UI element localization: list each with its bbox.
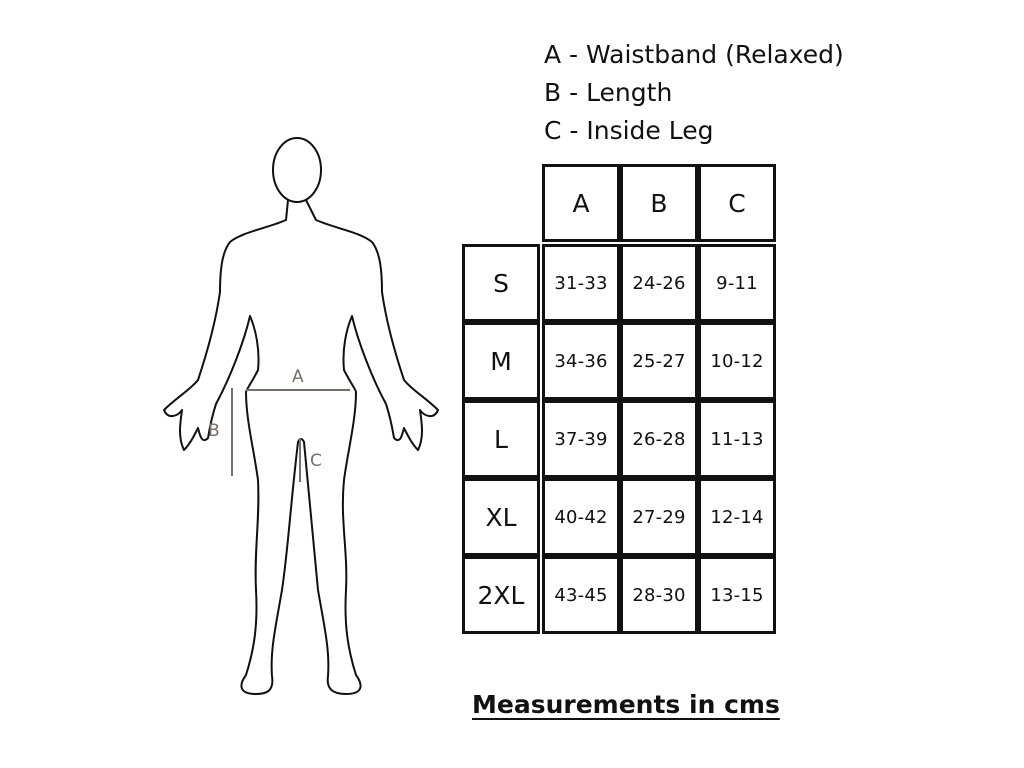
table-cell: 9-11 — [698, 244, 776, 322]
table-cell: 28-30 — [620, 556, 698, 634]
table-cell: 11-13 — [698, 400, 776, 478]
table-cell: 43-45 — [542, 556, 620, 634]
size-label-m: M — [462, 322, 540, 400]
measurement-legend: A - Waistband (Relaxed) B - Length C - I… — [544, 36, 844, 150]
table-cell: 34-36 — [542, 322, 620, 400]
figure-label-c: C — [310, 451, 322, 471]
units-note: Measurements in cms — [472, 690, 780, 719]
legend-item-c: C - Inside Leg — [544, 116, 714, 145]
size-label-xl: XL — [462, 478, 540, 556]
table-cell: 40-42 — [542, 478, 620, 556]
table-cell: 26-28 — [620, 400, 698, 478]
size-label-2xl: 2XL — [462, 556, 540, 634]
legend-item-b: B - Length — [544, 78, 673, 107]
figure-label-b: B — [208, 421, 220, 441]
table-cell: 31-33 — [542, 244, 620, 322]
column-header-c: C — [698, 164, 776, 242]
table-cell: 27-29 — [620, 478, 698, 556]
body-outline — [163, 137, 439, 695]
figure-label-a: A — [292, 367, 304, 387]
table-cell: 37-39 — [542, 400, 620, 478]
column-header-a: A — [542, 164, 620, 242]
legend-item-a: A - Waistband (Relaxed) — [544, 40, 844, 69]
column-header-b: B — [620, 164, 698, 242]
table-cell: 10-12 — [698, 322, 776, 400]
size-label-l: L — [462, 400, 540, 478]
size-label-s: S — [462, 244, 540, 322]
body-figure: A B C — [150, 120, 450, 710]
table-cell: 12-14 — [698, 478, 776, 556]
table-cell: 24-26 — [620, 244, 698, 322]
table-cell: 25-27 — [620, 322, 698, 400]
measure-lines — [231, 388, 350, 482]
table-cell: 13-15 — [698, 556, 776, 634]
